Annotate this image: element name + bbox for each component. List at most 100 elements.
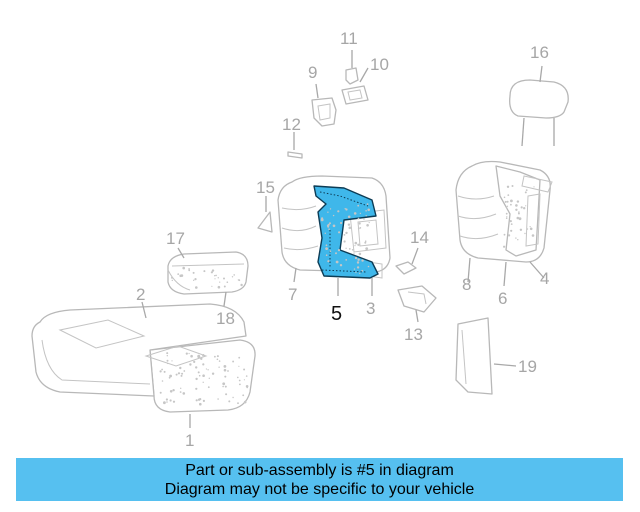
foam-speckle	[189, 363, 192, 366]
foam-speckle	[214, 278, 216, 280]
part-17-armrest-pad[interactable]	[167, 251, 249, 295]
callout-2[interactable]: 2	[136, 285, 145, 304]
foam-speckle	[516, 200, 520, 203]
callout-18[interactable]: 18	[216, 309, 235, 328]
foam-speckle	[163, 401, 166, 405]
foam-speckle	[357, 204, 360, 207]
foam-speckle	[185, 352, 188, 355]
foam-speckle	[367, 265, 370, 268]
foam-speckle	[344, 208, 346, 210]
part-2-seat-cushion[interactable]	[31, 303, 247, 397]
foam-speckle	[237, 402, 239, 405]
foam-speckle	[503, 245, 506, 248]
foam-speckle	[225, 393, 228, 396]
part-10-latch-bezel[interactable]	[341, 85, 369, 105]
callout-10[interactable]: 10	[370, 55, 389, 74]
foam-speckle	[217, 277, 219, 279]
foam-speckle	[216, 355, 219, 358]
callout-1[interactable]: 1	[185, 431, 194, 450]
foam-speckle	[232, 360, 235, 363]
foam-speckle	[345, 259, 348, 261]
foam-speckle	[533, 186, 535, 188]
foam-speckle	[329, 208, 332, 210]
callout-6[interactable]: 6	[498, 289, 507, 308]
foam-speckle	[161, 368, 164, 371]
foam-speckle	[354, 241, 358, 245]
foam-texture	[171, 266, 243, 289]
foam-speckle	[210, 271, 213, 274]
foam-speckle	[338, 231, 341, 234]
foam-speckle	[506, 207, 508, 209]
foam-speckle	[510, 229, 513, 232]
foam-speckle	[356, 266, 360, 269]
part-14-hook[interactable]	[395, 261, 417, 275]
foam-speckle	[208, 377, 210, 379]
callout-11[interactable]: 11	[340, 29, 358, 48]
foam-speckle	[232, 396, 234, 399]
foam-speckle	[354, 256, 358, 260]
foam-speckle	[242, 394, 245, 397]
foam-speckle	[165, 398, 168, 401]
foam-speckle	[205, 368, 207, 370]
part-12-screw[interactable]	[287, 151, 303, 159]
foam-speckle	[195, 377, 198, 381]
callout-19[interactable]: 19	[518, 357, 537, 376]
foam-speckle	[218, 366, 220, 368]
foam-speckle	[169, 390, 173, 393]
foam-speckle	[180, 387, 182, 389]
callout-14[interactable]: 14	[410, 228, 429, 247]
foam-speckle	[195, 366, 198, 369]
foam-speckle	[337, 210, 340, 213]
callout-13[interactable]: 13	[404, 325, 423, 344]
foam-speckle	[506, 205, 509, 207]
callout-15[interactable]: 15	[256, 178, 275, 197]
foam-speckle	[193, 279, 195, 281]
callout-4[interactable]: 4	[540, 269, 549, 288]
part-13-bracket[interactable]	[397, 285, 437, 313]
callout-3[interactable]: 3	[366, 299, 375, 318]
part-9-latch[interactable]	[311, 97, 337, 127]
part-11-latch-knob[interactable]	[345, 67, 359, 85]
foam-speckle	[358, 222, 361, 225]
foam-speckle	[179, 372, 181, 374]
part-16-headrest[interactable]	[509, 79, 569, 147]
foam-speckle	[345, 247, 347, 249]
part-19-trim-panel[interactable]	[455, 317, 493, 395]
foam-speckle	[169, 399, 172, 402]
callout-12[interactable]: 12	[282, 115, 301, 134]
info-banner: Part or sub-assembly is #5 in diagram Di…	[16, 458, 623, 501]
foam-speckle	[238, 379, 241, 382]
foam-speckle	[367, 208, 371, 212]
foam-speckle	[166, 352, 169, 355]
foam-speckle	[510, 199, 513, 203]
callout-8[interactable]: 8	[462, 275, 471, 294]
part-6-seatback-pad-right[interactable]	[495, 165, 541, 257]
foam-speckle	[188, 269, 191, 272]
foam-speckle	[506, 185, 510, 188]
foam-speckle	[345, 231, 348, 235]
callout-5[interactable]: 5	[331, 303, 342, 325]
part-1-cushion-foam[interactable]	[149, 339, 256, 413]
foam-speckle	[211, 285, 213, 287]
foam-speckle	[518, 217, 522, 221]
foam-speckle	[361, 259, 364, 262]
foam-speckle	[348, 223, 350, 226]
part-15-clip[interactable]	[257, 211, 273, 233]
part-5-seatback-pad[interactable]	[313, 185, 379, 279]
foam-speckle	[192, 271, 195, 274]
foam-speckle	[320, 218, 324, 222]
callout-17[interactable]: 17	[166, 229, 185, 248]
foam-speckle	[243, 368, 246, 371]
foam-speckle	[365, 215, 367, 217]
foam-speckle	[526, 228, 529, 230]
callout-16[interactable]: 16	[530, 43, 549, 62]
foam-speckle	[227, 370, 229, 372]
foam-speckle	[361, 269, 364, 272]
callout-9[interactable]: 9	[308, 63, 317, 82]
foam-speckle	[515, 237, 517, 239]
foam-speckle	[159, 370, 162, 373]
foam-speckle	[359, 212, 362, 215]
part-4-frame-bracket[interactable]	[521, 175, 553, 193]
foam-speckle	[515, 208, 518, 211]
callout-7[interactable]: 7	[288, 285, 297, 304]
